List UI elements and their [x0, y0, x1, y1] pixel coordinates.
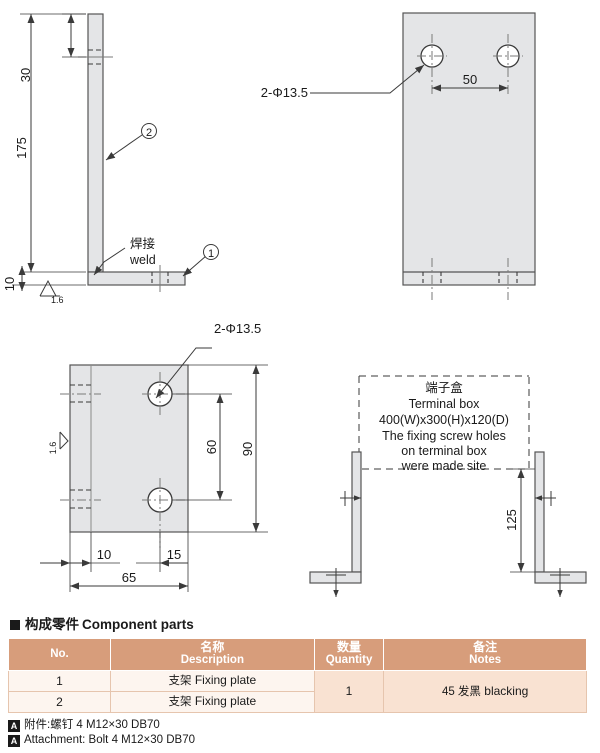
- terminal-box-line5: were made site: [401, 459, 487, 473]
- cell-description-2: 支架 Fixing plate: [109, 691, 315, 713]
- dim-label-125: 125: [504, 509, 519, 531]
- cell-description-1: 支架 Fixing plate: [109, 670, 315, 692]
- col-header-notes-cn: 备注: [473, 640, 498, 654]
- table-row: 1 支架 Fixing plate 1 45 发黑 blacking: [8, 670, 587, 713]
- cell-notes: 45 发黑 blacking: [383, 670, 587, 713]
- dim-label-175: 175: [14, 137, 29, 159]
- cell-description-2-cn: 支架: [168, 696, 192, 708]
- dim-label-90: 90: [240, 442, 255, 456]
- col-header-description-en: Description: [180, 654, 244, 666]
- footnote-text-cn: 附件:螺钉 4 M12×30 DB70: [24, 719, 160, 731]
- dim-label-15: 15: [167, 547, 181, 562]
- cell-no-1: 1: [8, 670, 111, 692]
- attachment-badge-icon: A: [8, 719, 20, 732]
- cell-description-1-en: Fixing plate: [194, 673, 257, 687]
- footnote-text-en: Attachment: Bolt 4 M12×30 DB70: [24, 734, 196, 746]
- footnote-row-en: A Attachment: Bolt 4 M12×30 DB70: [8, 733, 594, 748]
- assembly-terminal-box-view: [309, 375, 587, 597]
- footnote-row-cn: A 附件:螺钉 4 M12×30 DB70: [8, 718, 594, 733]
- balloon-1-label: 1: [208, 248, 214, 260]
- cell-quantity: 1: [313, 670, 385, 713]
- technical-drawing-svg: 30 175 10 焊接 weld 1 2 1.6 2-Φ13.5 50 2-Φ…: [2, 12, 587, 597]
- surface-finish-1-6-side: 1.6: [51, 295, 64, 305]
- footnotes: A 附件:螺钉 4 M12×30 DB70 A Attachment: Bolt…: [8, 718, 594, 748]
- col-header-description-cn: 名称: [200, 640, 225, 654]
- table-header-row: No. 名称 Description 数量 Quantity 备注 Notes: [8, 638, 587, 671]
- cell-description-2-en: Fixing plate: [194, 694, 257, 708]
- front-view-plate: [310, 12, 536, 300]
- cell-description-1-cn: 支架: [168, 675, 192, 687]
- balloon-2-label: 2: [146, 127, 152, 139]
- cell-notes-en: blacking: [484, 683, 529, 698]
- hole-note-top: 2-Φ13.5: [261, 85, 308, 100]
- base-plate-view: [40, 347, 268, 592]
- dim-label-30: 30: [18, 68, 33, 82]
- weld-label-en: weld: [129, 253, 156, 267]
- col-header-notes-en: Notes: [469, 654, 502, 666]
- col-header-no: No.: [8, 638, 111, 671]
- parts-title-en: Component parts: [82, 617, 194, 632]
- bullet-square-icon: [10, 620, 20, 630]
- dim-label-10-side: 10: [2, 277, 17, 291]
- surface-finish-1-6-base: 1.6: [48, 442, 58, 455]
- terminal-box-line2: 400(W)x300(H)x120(D): [379, 413, 509, 427]
- col-header-description: 名称 Description: [109, 638, 315, 671]
- cell-no-2: 2: [8, 691, 111, 713]
- dim-label-10-base: 10: [97, 547, 111, 562]
- terminal-box-line3: The fixing screw holes: [382, 429, 506, 443]
- terminal-box-line4: on terminal box: [401, 444, 487, 458]
- dim-label-60: 60: [204, 440, 219, 454]
- terminal-box-label-cn: 端子盒: [425, 380, 463, 395]
- hole-note-base: 2-Φ13.5: [214, 321, 261, 336]
- side-view-bracket: [12, 13, 219, 297]
- dim-label-50: 50: [463, 72, 477, 87]
- component-parts-heading: 构成零件 Component parts: [10, 617, 594, 633]
- parts-title-cn: 构成零件: [25, 617, 79, 632]
- attachment-badge-icon: A: [8, 734, 20, 747]
- component-parts-table: No. 名称 Description 数量 Quantity 备注 Notes: [8, 638, 587, 713]
- col-header-quantity-cn: 数量: [337, 640, 362, 654]
- col-header-no-en: No.: [50, 647, 69, 660]
- weld-label-cn: 焊接: [130, 236, 156, 251]
- col-header-quantity-en: Quantity: [325, 654, 373, 666]
- cell-notes-cn: 45 发黑: [441, 685, 481, 698]
- component-parts-section: 构成零件 Component parts No. 名称 Description: [8, 617, 594, 748]
- terminal-box-line1: Terminal box: [409, 397, 481, 411]
- col-header-quantity: 数量 Quantity: [313, 638, 385, 671]
- table-row: 2 支架 Fixing plate: [8, 691, 587, 713]
- dim-label-65: 65: [122, 570, 136, 585]
- col-header-notes: 备注 Notes: [383, 638, 587, 671]
